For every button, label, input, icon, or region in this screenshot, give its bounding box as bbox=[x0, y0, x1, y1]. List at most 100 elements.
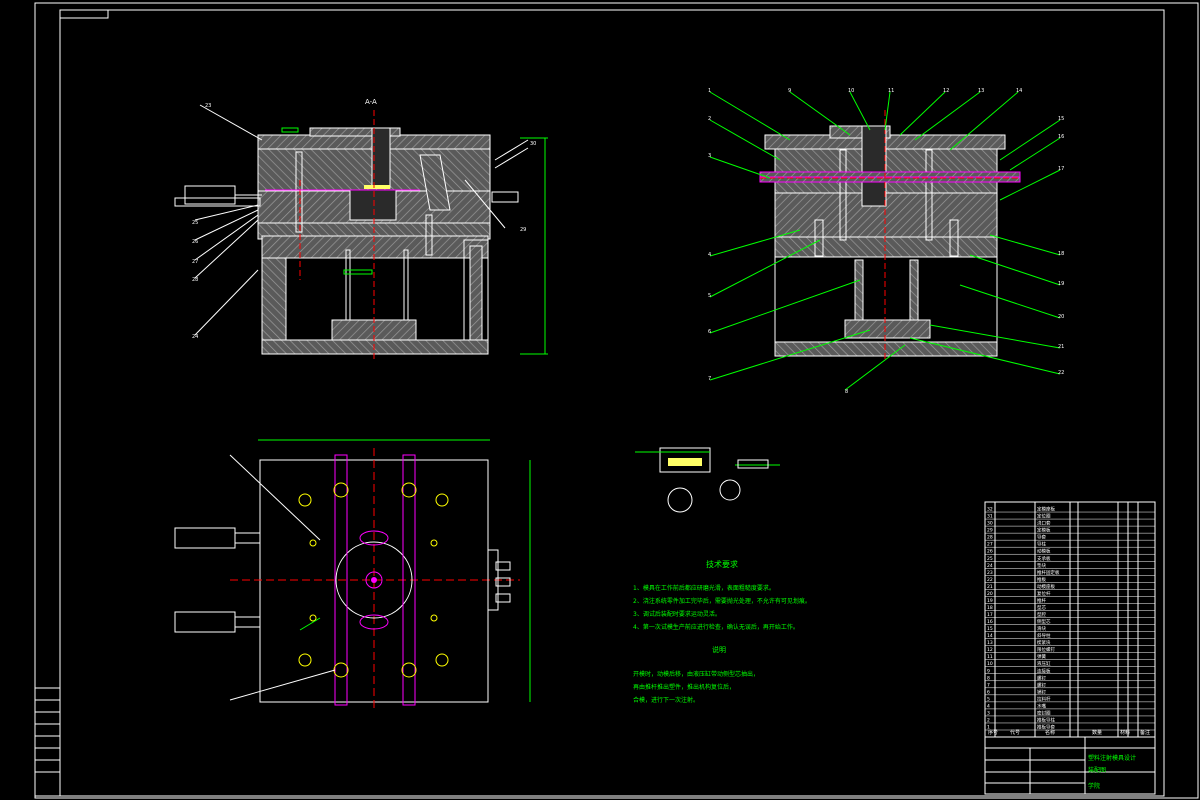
part-number-label: 14 bbox=[1016, 88, 1022, 94]
tech-req-line: 3、调试后装配时要求运动灵活。 bbox=[633, 610, 721, 618]
bom-row-number: 28 bbox=[987, 535, 993, 541]
part-number-label: 9 bbox=[788, 88, 791, 94]
bom-row-number: 19 bbox=[987, 598, 993, 604]
bom-row-number: 25 bbox=[987, 556, 993, 562]
part-number-label: 13 bbox=[978, 88, 984, 94]
bill-of-materials: 定模座板32定位圈31浇口套30定模板29导套28导柱27动模板26支承板25垫… bbox=[984, 501, 1156, 738]
bom-row-number: 2 bbox=[987, 717, 990, 723]
bom-row-name: 螺钉 bbox=[1037, 681, 1046, 688]
part-number-label: 8 bbox=[845, 389, 848, 395]
part-number-label: 23 bbox=[205, 103, 211, 109]
bom-row-number: 18 bbox=[987, 605, 993, 611]
bom-row-name: 导柱 bbox=[1037, 541, 1046, 548]
explain-title: 说明 bbox=[712, 645, 726, 654]
part-number-label: 5 bbox=[708, 293, 711, 299]
tech-req-line: 2、浇注系统零件加工完毕后，需要抛光处理，不允许有可见划痕。 bbox=[633, 597, 811, 605]
part-number-label: 12 bbox=[943, 88, 949, 94]
bom-row-number: 6 bbox=[987, 689, 990, 695]
bom-row-number: 22 bbox=[987, 577, 993, 583]
detail-sketches bbox=[635, 447, 780, 513]
bom-header: 名称 bbox=[1045, 729, 1055, 736]
bom-row-number: 20 bbox=[987, 591, 993, 597]
sheet-border-inner bbox=[59, 9, 1165, 797]
bom-row-name: 动模座板 bbox=[1037, 583, 1055, 590]
bom-row-name: 滑块 bbox=[1037, 625, 1046, 632]
part-number-label: 15 bbox=[1058, 116, 1064, 122]
bom-row-number: 3 bbox=[987, 710, 990, 716]
explain-line: 开模时，动模后移，由液压缸带动侧型芯抽出， bbox=[633, 670, 759, 678]
bom-row-name: 垫块 bbox=[1037, 562, 1046, 569]
part-number-label: 22 bbox=[1058, 370, 1064, 376]
bom-header: 数量 bbox=[1092, 729, 1102, 736]
bom-row-name: 推杆 bbox=[1037, 597, 1046, 604]
title-block-name: 塑料注射模具设计 bbox=[1088, 754, 1136, 762]
bom-row-number: 31 bbox=[987, 514, 993, 520]
explain-line: 合模，进行下一次注射。 bbox=[633, 696, 699, 704]
bom-row-number: 9 bbox=[987, 668, 990, 674]
bom-row-name: 型腔 bbox=[1037, 611, 1046, 618]
bom-header: 代号 bbox=[1010, 729, 1020, 736]
bom-row-name: 定位圈 bbox=[1037, 513, 1051, 520]
title-block: 塑料注射模具设计 装配图 学院 序号 代号 名称 数量 材料 备注 bbox=[984, 729, 1156, 795]
bom-row-name: 水嘴 bbox=[1037, 702, 1046, 709]
bom-row-number: 15 bbox=[987, 626, 993, 632]
bom-row-name: 斜导柱 bbox=[1037, 632, 1051, 639]
bom-row-number: 16 bbox=[987, 619, 993, 625]
part-number-label: 11 bbox=[888, 88, 894, 94]
bom-row-name: 限位螺钉 bbox=[1037, 646, 1055, 653]
bom-row-name: 弹簧 bbox=[1037, 653, 1046, 660]
bom-row-name: 推板导柱 bbox=[1037, 716, 1055, 723]
tech-req-line: 1、模具在工作前后都应研磨光滑，表面粗糙度要求。 bbox=[633, 584, 775, 592]
part-number-label: 21 bbox=[1058, 344, 1064, 350]
bom-header: 材料 bbox=[1120, 729, 1130, 736]
bom-row-number: 13 bbox=[987, 640, 993, 646]
bom-header: 序号 bbox=[988, 729, 998, 736]
part-number-label: 18 bbox=[1058, 251, 1064, 257]
part-number-label: 20 bbox=[1058, 314, 1064, 320]
section-label: A-A bbox=[365, 98, 377, 106]
part-number-label: 3 bbox=[708, 153, 711, 159]
title-block-company: 学院 bbox=[1088, 782, 1100, 790]
part-number-label: 28 bbox=[192, 277, 198, 283]
bom-row-number: 10 bbox=[987, 661, 993, 667]
bom-row-name: 浇口套 bbox=[1037, 520, 1051, 527]
left-section-view: A-A bbox=[174, 98, 548, 362]
bom-row-number: 23 bbox=[987, 570, 993, 576]
bom-row-number: 12 bbox=[987, 647, 993, 653]
bom-row-name: 侧型芯 bbox=[1037, 618, 1051, 625]
bom-row-number: 17 bbox=[987, 612, 993, 618]
part-number-label: 17 bbox=[1058, 166, 1064, 172]
bom-row-name: 楔紧块 bbox=[1037, 639, 1051, 646]
part-number-label: 19 bbox=[1058, 281, 1064, 287]
bom-row-name: 液压缸 bbox=[1037, 660, 1051, 667]
part-number-label: 25 bbox=[192, 220, 198, 226]
part-number-label: 26 bbox=[192, 239, 198, 245]
bom-row-number: 7 bbox=[987, 682, 990, 688]
part-number-label: 16 bbox=[1058, 134, 1064, 140]
part-number-label: 24 bbox=[192, 334, 198, 340]
part-number-label: 27 bbox=[192, 259, 198, 265]
bom-row-name: 复位杆 bbox=[1037, 590, 1051, 597]
part-number-label: 29 bbox=[520, 227, 526, 233]
bom-row-name: 推杆固定板 bbox=[1037, 569, 1060, 576]
right-section-view bbox=[709, 91, 1061, 391]
bom-row-number: 5 bbox=[987, 696, 990, 702]
bom-row-name: 连接板 bbox=[1037, 667, 1051, 674]
bom-row-name: 密封圈 bbox=[1037, 709, 1051, 716]
bom-row-number: 24 bbox=[987, 563, 993, 569]
part-number-label: 10 bbox=[848, 88, 854, 94]
bom-row-name: 螺钉 bbox=[1037, 674, 1046, 681]
bom-row-number: 27 bbox=[987, 542, 993, 548]
part-number-label: 30 bbox=[530, 141, 536, 147]
bom-row-name: 动模板 bbox=[1037, 548, 1051, 555]
part-number-label: 6 bbox=[708, 329, 711, 335]
revision-strip bbox=[34, 687, 61, 797]
bom-row-name: 型芯 bbox=[1037, 604, 1046, 611]
explain-line: 再由推杆推出塑件，推出机构复位后， bbox=[633, 683, 735, 691]
bom-row-name: 导套 bbox=[1037, 534, 1046, 541]
bom-row-number: 14 bbox=[987, 633, 993, 639]
bom-row-name: 销钉 bbox=[1037, 688, 1046, 695]
bom-row-number: 8 bbox=[987, 675, 990, 681]
